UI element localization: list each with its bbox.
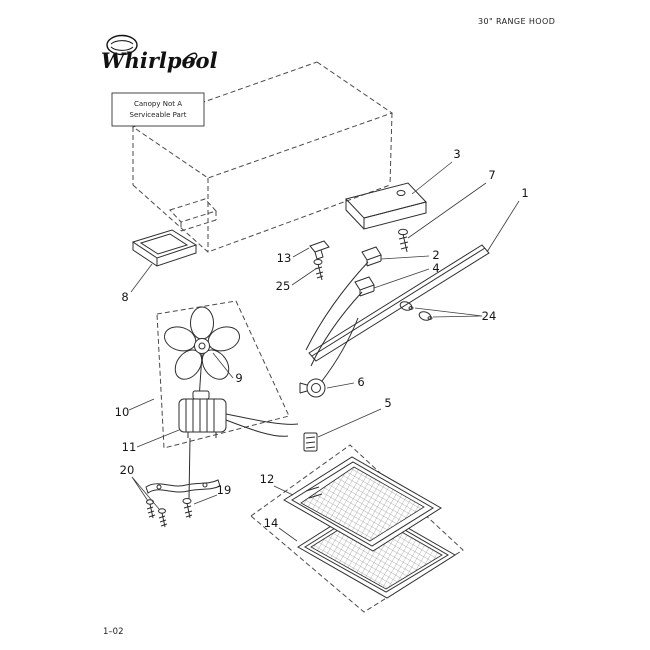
motor-mount-stud <box>188 437 191 500</box>
logo-crest-icon <box>106 34 138 56</box>
callout-1: 1 <box>521 186 528 200</box>
callout-10: 10 <box>115 405 130 419</box>
leader-lines <box>128 161 520 542</box>
callout-8: 8 <box>121 290 128 304</box>
callout-13: 13 <box>277 251 292 265</box>
part-5-switch <box>303 432 318 452</box>
canopy-note-line1: Canopy Not A <box>134 100 182 108</box>
page-title: 30" RANGE HOOD <box>478 17 555 26</box>
callout-labels: 1 2 3 4 5 6 7 8 9 10 11 12 13 14 19 20 2… <box>115 147 529 530</box>
page-footer: 1–02 <box>103 627 123 637</box>
brand-logo-text: Whirlpool <box>101 48 218 73</box>
callout-20: 20 <box>120 463 135 477</box>
canopy-note: Canopy Not A Serviceable Part <box>111 92 205 127</box>
callout-6: 6 <box>357 375 364 389</box>
part-8-lens <box>131 229 198 267</box>
part-2-clip <box>361 246 382 267</box>
canopy-note-line2: Serviceable Part <box>130 111 187 119</box>
part-25-screw <box>313 259 324 281</box>
part-10-assembly-boundary <box>156 300 290 449</box>
part-1-trim-strip <box>308 244 490 362</box>
part-24-sockets <box>399 301 433 321</box>
callout-5: 5 <box>384 396 391 410</box>
part-11-motor <box>178 390 227 438</box>
callout-3: 3 <box>453 147 460 161</box>
part-7-screw <box>398 228 409 253</box>
canopy-outline <box>131 61 394 253</box>
callout-9: 9 <box>235 371 242 385</box>
callout-12: 12 <box>260 472 275 486</box>
callout-25: 25 <box>276 279 291 293</box>
logo-swash-icon <box>182 52 198 64</box>
callout-14: 14 <box>264 516 279 530</box>
part-19-screw <box>182 498 193 519</box>
whirlpool-logo: Whirlpool <box>101 34 218 73</box>
callout-2: 2 <box>432 248 439 262</box>
part-6-socket <box>299 378 326 398</box>
callout-4: 4 <box>432 261 439 275</box>
motor-bracket <box>145 479 221 494</box>
part-3-switch-housing <box>345 182 427 230</box>
callout-7: 7 <box>488 168 495 182</box>
part-13-bracket <box>309 240 330 260</box>
wiring-harness <box>225 261 369 437</box>
callout-19: 19 <box>217 483 232 497</box>
part-20-screws <box>146 499 168 528</box>
part-4-clip <box>354 276 375 297</box>
part-9-fan-blade <box>163 306 241 401</box>
callout-24: 24 <box>482 309 497 323</box>
callout-11: 11 <box>122 440 137 454</box>
part-12-filter-frame <box>283 456 442 552</box>
filter-assembly-boundary <box>250 444 464 613</box>
